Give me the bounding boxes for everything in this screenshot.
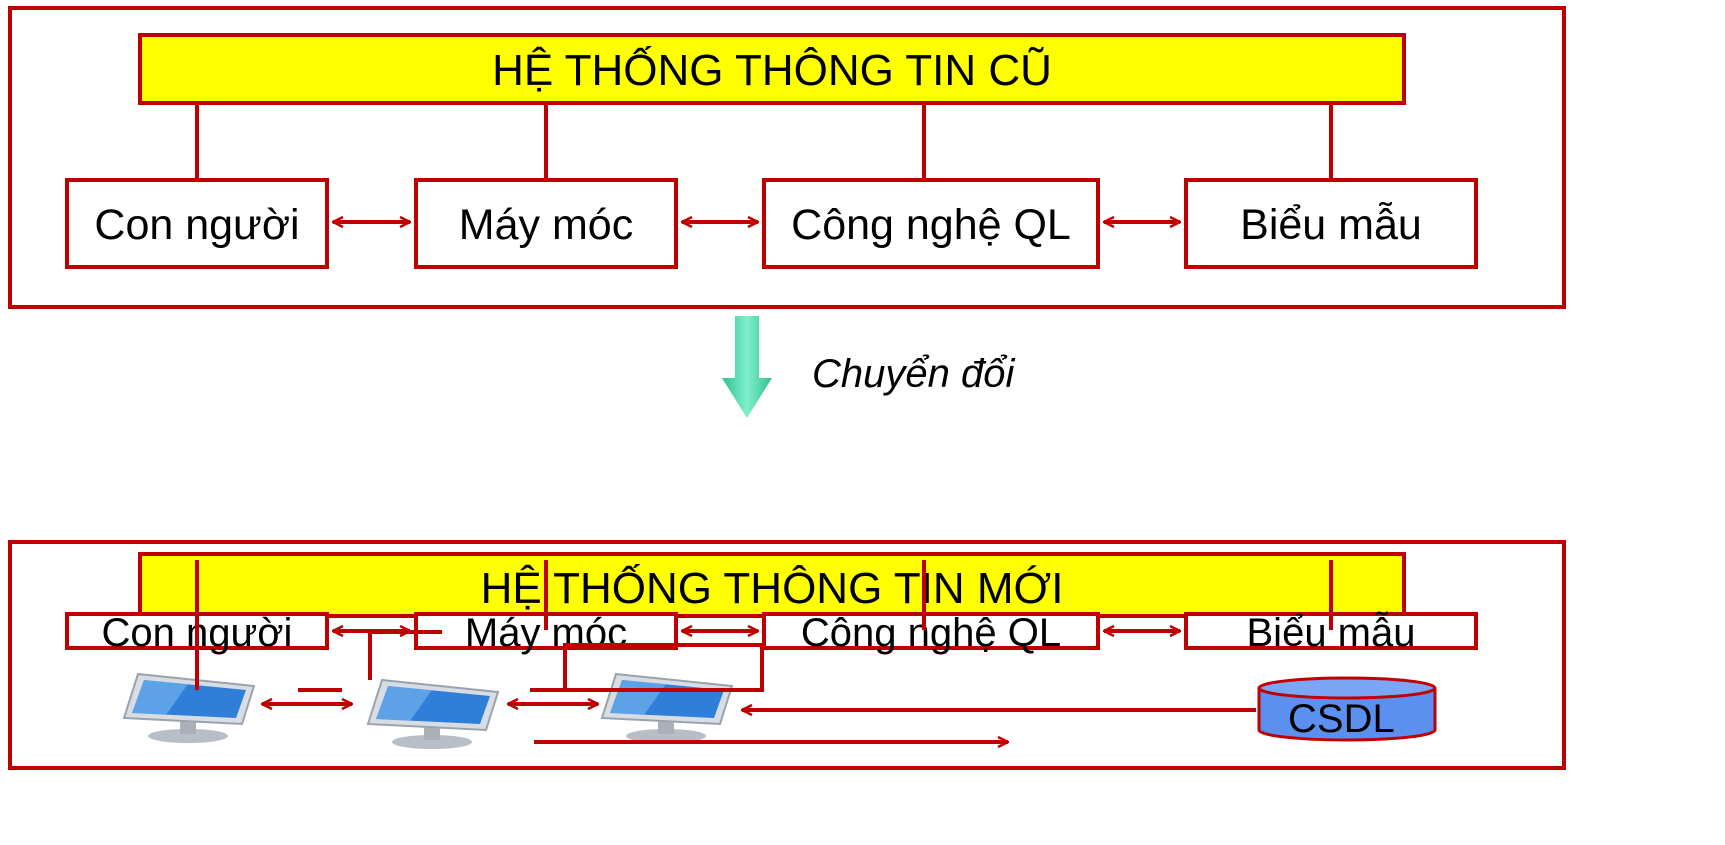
old-system-title: HỆ THỐNG THÔNG TIN CŨ (138, 33, 1406, 105)
new-system-title: HỆ THỐNG THÔNG TIN MỚI (138, 552, 1406, 618)
old-component-technology: Công nghệ QL (762, 178, 1100, 269)
new-component-technology: Công nghệ QL (762, 612, 1100, 653)
old-component-forms: Biểu mẫu (1184, 178, 1478, 269)
computer-monitor-icon (366, 678, 500, 749)
down-arrow-icon (722, 316, 772, 418)
old-component-machines: Máy móc (414, 178, 678, 269)
old-component-people: Con người (65, 178, 329, 269)
transition-label: Chuyển đổi (812, 352, 1015, 396)
database-cylinder-icon (1257, 676, 1437, 742)
database-label: CSDL (1288, 697, 1395, 741)
computer-monitor-icon (122, 672, 256, 743)
